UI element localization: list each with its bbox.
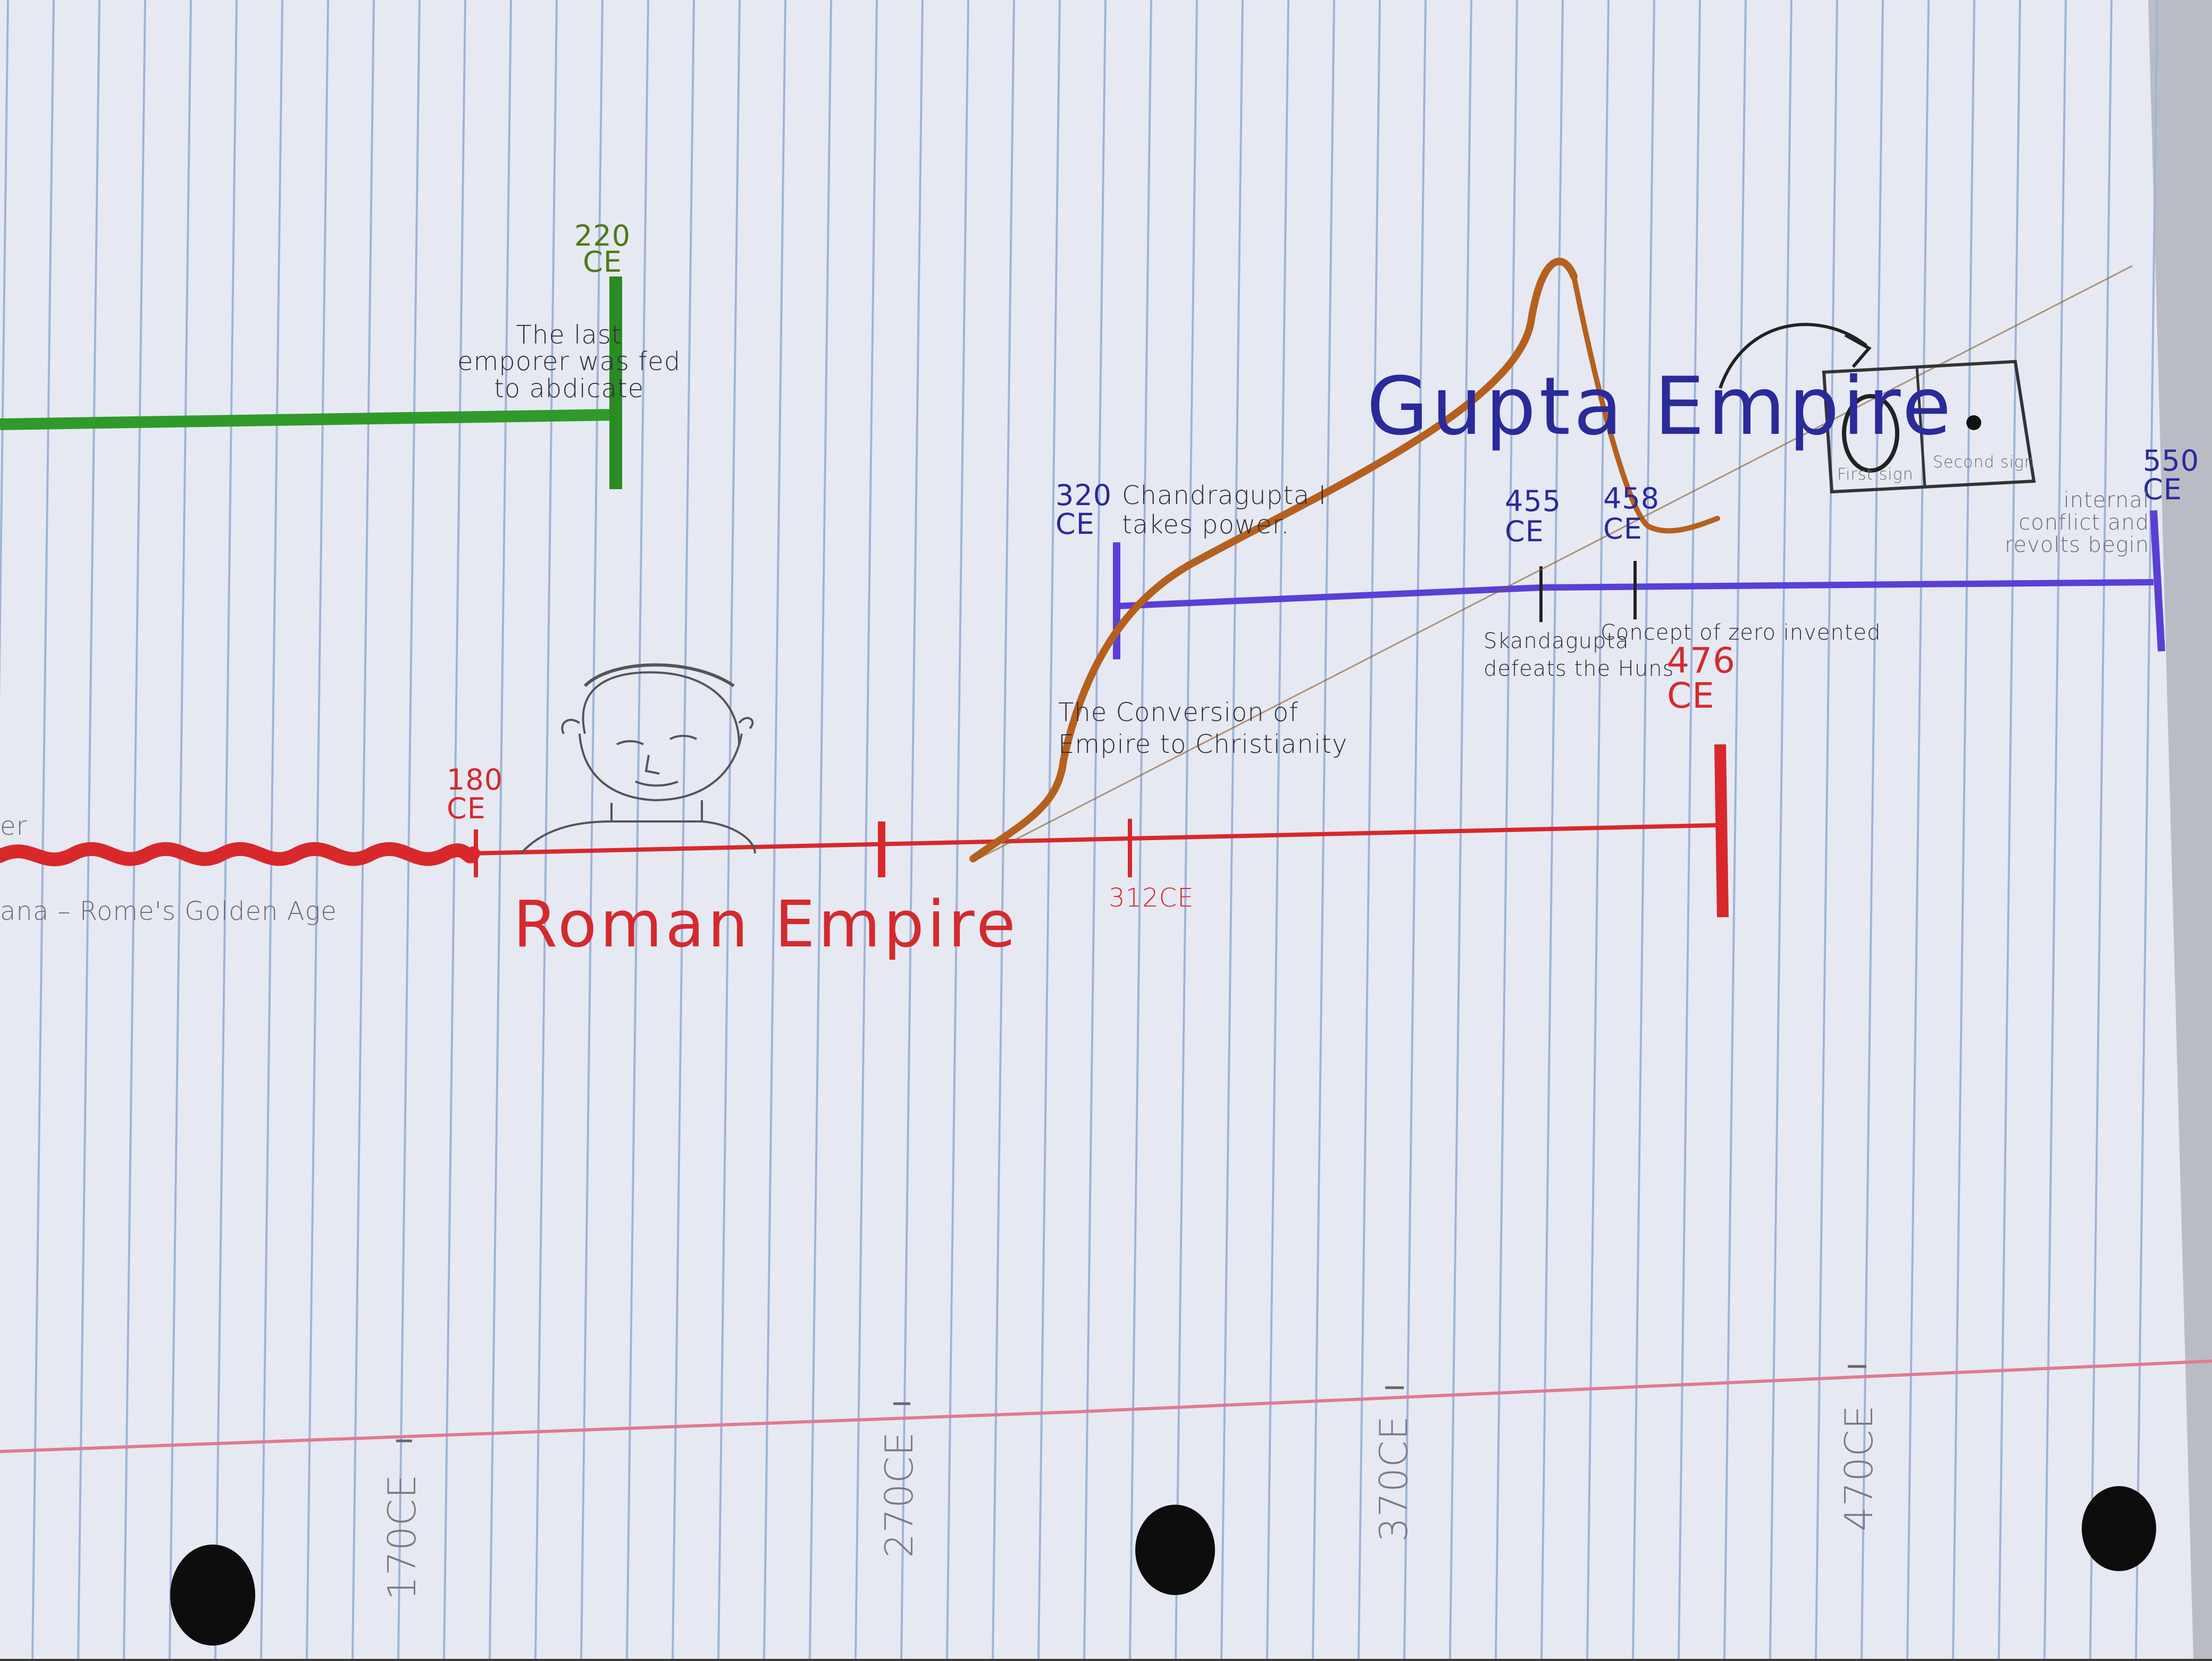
ruled-line — [1083, 0, 1107, 1659]
inset-frame — [1822, 359, 2036, 494]
margin-line — [0, 1360, 2212, 1453]
roman-conversion-note: The Conversion of Empire to Christianity — [1058, 698, 1348, 759]
ruled-line — [260, 0, 283, 1659]
gupta-458-note: Concept of zero invented — [1601, 620, 1881, 645]
green-end-year: 220 CE — [574, 219, 631, 279]
brown-arrow-stroke — [969, 257, 1578, 862]
ruled-line — [1998, 0, 2021, 1659]
ruled-line — [123, 0, 146, 1659]
ruled-line — [1129, 0, 1152, 1659]
inset-divider — [1915, 366, 1926, 487]
ruled-line — [1678, 0, 1701, 1659]
ruled-line — [351, 0, 375, 1659]
emperor-sketch — [520, 663, 756, 854]
roman-left-note: ana – Rome's Golden Age — [0, 896, 337, 926]
ruled-line — [306, 0, 329, 1659]
roman-end-year: 476 CE — [1667, 640, 1736, 716]
brown-arrow-return — [1571, 274, 1720, 534]
gupta-title: Gupta Empire — [1367, 360, 1955, 453]
gupta-458-year: 458 CE — [1603, 482, 1660, 546]
ruled-line — [626, 0, 649, 1659]
binder-hole — [170, 1545, 255, 1646]
ruled-line — [1312, 0, 1335, 1659]
axis-label-270: 270CE — [877, 1431, 921, 1558]
ruled-line — [489, 0, 512, 1659]
ruled-line — [763, 0, 786, 1659]
inset-zero-circle — [1842, 394, 1899, 473]
roman-start-year: 180 CE — [447, 763, 504, 825]
inset-right-label: Second sign — [1933, 453, 2035, 472]
roman-end-marker — [1714, 744, 1729, 918]
ruled-line — [2135, 0, 2158, 1659]
ruled-line — [2043, 0, 2067, 1659]
ruled-line — [900, 0, 924, 1659]
ruled-line — [77, 0, 100, 1659]
ruled-line — [580, 0, 604, 1659]
ruled-line — [1632, 0, 1655, 1659]
ruled-line — [992, 0, 1015, 1659]
ruled-line — [0, 0, 9, 706]
ruled-line — [169, 0, 192, 1659]
ruled-line — [397, 0, 421, 1659]
ruled-line — [1266, 0, 1289, 1659]
ruled-line — [717, 0, 741, 1659]
ruled-line — [1358, 0, 1381, 1659]
ruled-line — [1403, 0, 1427, 1659]
gupta-start-year: 320 CE — [1055, 479, 1112, 541]
ruled-line — [1037, 0, 1061, 1659]
curved-arrow-head — [1844, 333, 1872, 368]
ruled-line — [214, 0, 238, 1659]
ruled-line — [31, 0, 55, 1659]
paper-shadow-edge — [2148, 0, 2212, 1659]
green-timeline — [0, 409, 617, 430]
gupta-end-note: internal conflict and revolts begin — [2005, 488, 2150, 557]
gupta-end-year: 550 CE — [2143, 444, 2200, 506]
ruled-line — [534, 0, 558, 1659]
curved-arrow-to-inset — [1719, 323, 1867, 389]
binder-hole — [2082, 1486, 2156, 1571]
axis-label-170: 170CE — [380, 1473, 424, 1600]
roman-left-note-top: er — [0, 811, 28, 841]
binder-holes — [170, 1486, 2156, 1646]
ruled-line — [1952, 0, 1975, 1659]
ruled-line — [809, 0, 832, 1659]
ruled-line — [1220, 0, 1244, 1659]
ruled-line — [443, 0, 466, 1659]
roman-timeline — [473, 823, 1718, 855]
ruled-line — [2089, 0, 2113, 1659]
ruled-line — [1175, 0, 1198, 1659]
inset-sketch — [1822, 359, 2036, 494]
binder-hole — [1135, 1505, 1215, 1595]
ruled-line — [854, 0, 878, 1659]
ruled-line — [1906, 0, 1930, 1659]
green-end-note: The last emporer was fed to abdicate — [457, 320, 681, 404]
axis-label-470: 470CE — [1837, 1404, 1881, 1531]
ruled-line — [672, 0, 695, 1659]
roman-golden-age-scribble — [0, 842, 480, 867]
ruled-line — [1815, 0, 1838, 1659]
gupta-455-note: Skandagupta defeats the Huns — [1484, 629, 1674, 681]
gupta-455-year: 455 CE — [1505, 484, 1562, 548]
roman-conversion-year: 312CE — [1109, 883, 1194, 913]
inset-dot — [1966, 415, 1981, 430]
ruled-line — [1861, 0, 1884, 1659]
gupta-start-note: Chandragupta I takes power. — [1122, 481, 1327, 540]
gupta-end-marker — [2150, 510, 2165, 652]
roman-title: Roman Empire — [513, 888, 1019, 962]
inset-left-label: First sign — [1837, 465, 1914, 484]
axis-label-370: 370CE — [1371, 1415, 1416, 1542]
ruled-line — [1769, 0, 1792, 1659]
ruled-line — [946, 0, 969, 1659]
